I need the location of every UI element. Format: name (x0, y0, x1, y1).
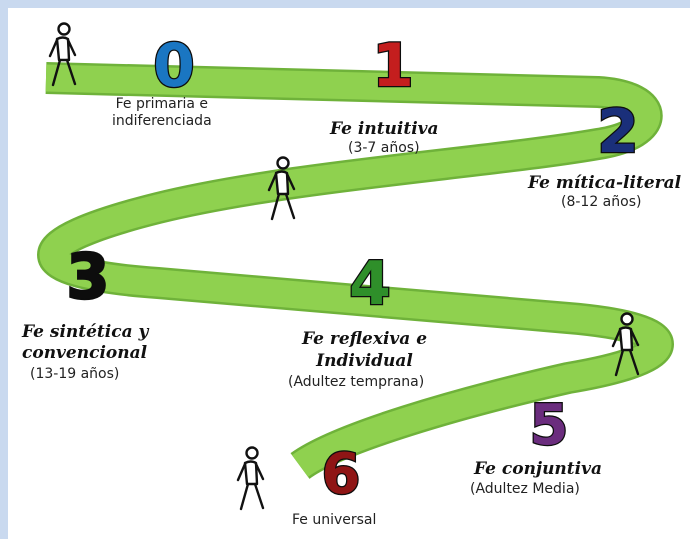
stage-number-3: 3 (66, 240, 109, 313)
walking-person-icon (236, 446, 265, 511)
stage-number-1: 1 (372, 31, 414, 101)
stage-2-title: Fe mítica-literal (528, 173, 682, 193)
stage-number-4: 4 (349, 249, 391, 319)
stage-5-age: (Adultez Media) (470, 481, 580, 497)
faith-stages-road-diagram: 0 1 2 3 4 5 6 (37, 22, 674, 511)
stage-4-title: Fe reflexiva e Individual (302, 329, 428, 371)
stage-1-title: Fe intuitiva (330, 119, 439, 139)
winding-road (40, 64, 672, 478)
stage-number-5: 5 (530, 393, 569, 458)
stage-number-6: 6 (322, 442, 361, 507)
stage-1-age: (3-7 años) (348, 140, 420, 156)
stage-6-label: Fe universal (292, 512, 377, 528)
stage-0-label: Fe primaria e indiferenciada (112, 96, 212, 129)
stage-number-0: 0 (153, 31, 195, 101)
diagram-frame: 0 1 2 3 4 5 6 Fe primaria e indiferencia… (8, 8, 690, 539)
stage-3-age: (13-19 años) (30, 366, 120, 382)
stage-4-age: (Adultez temprana) (288, 374, 425, 390)
stage-3-title: Fe sintética y convencional (22, 322, 149, 363)
stage-2-age: (8-12 años) (561, 194, 642, 210)
stage-5-title: Fe conjuntiva (474, 459, 602, 479)
stage-number-2: 2 (597, 97, 639, 167)
